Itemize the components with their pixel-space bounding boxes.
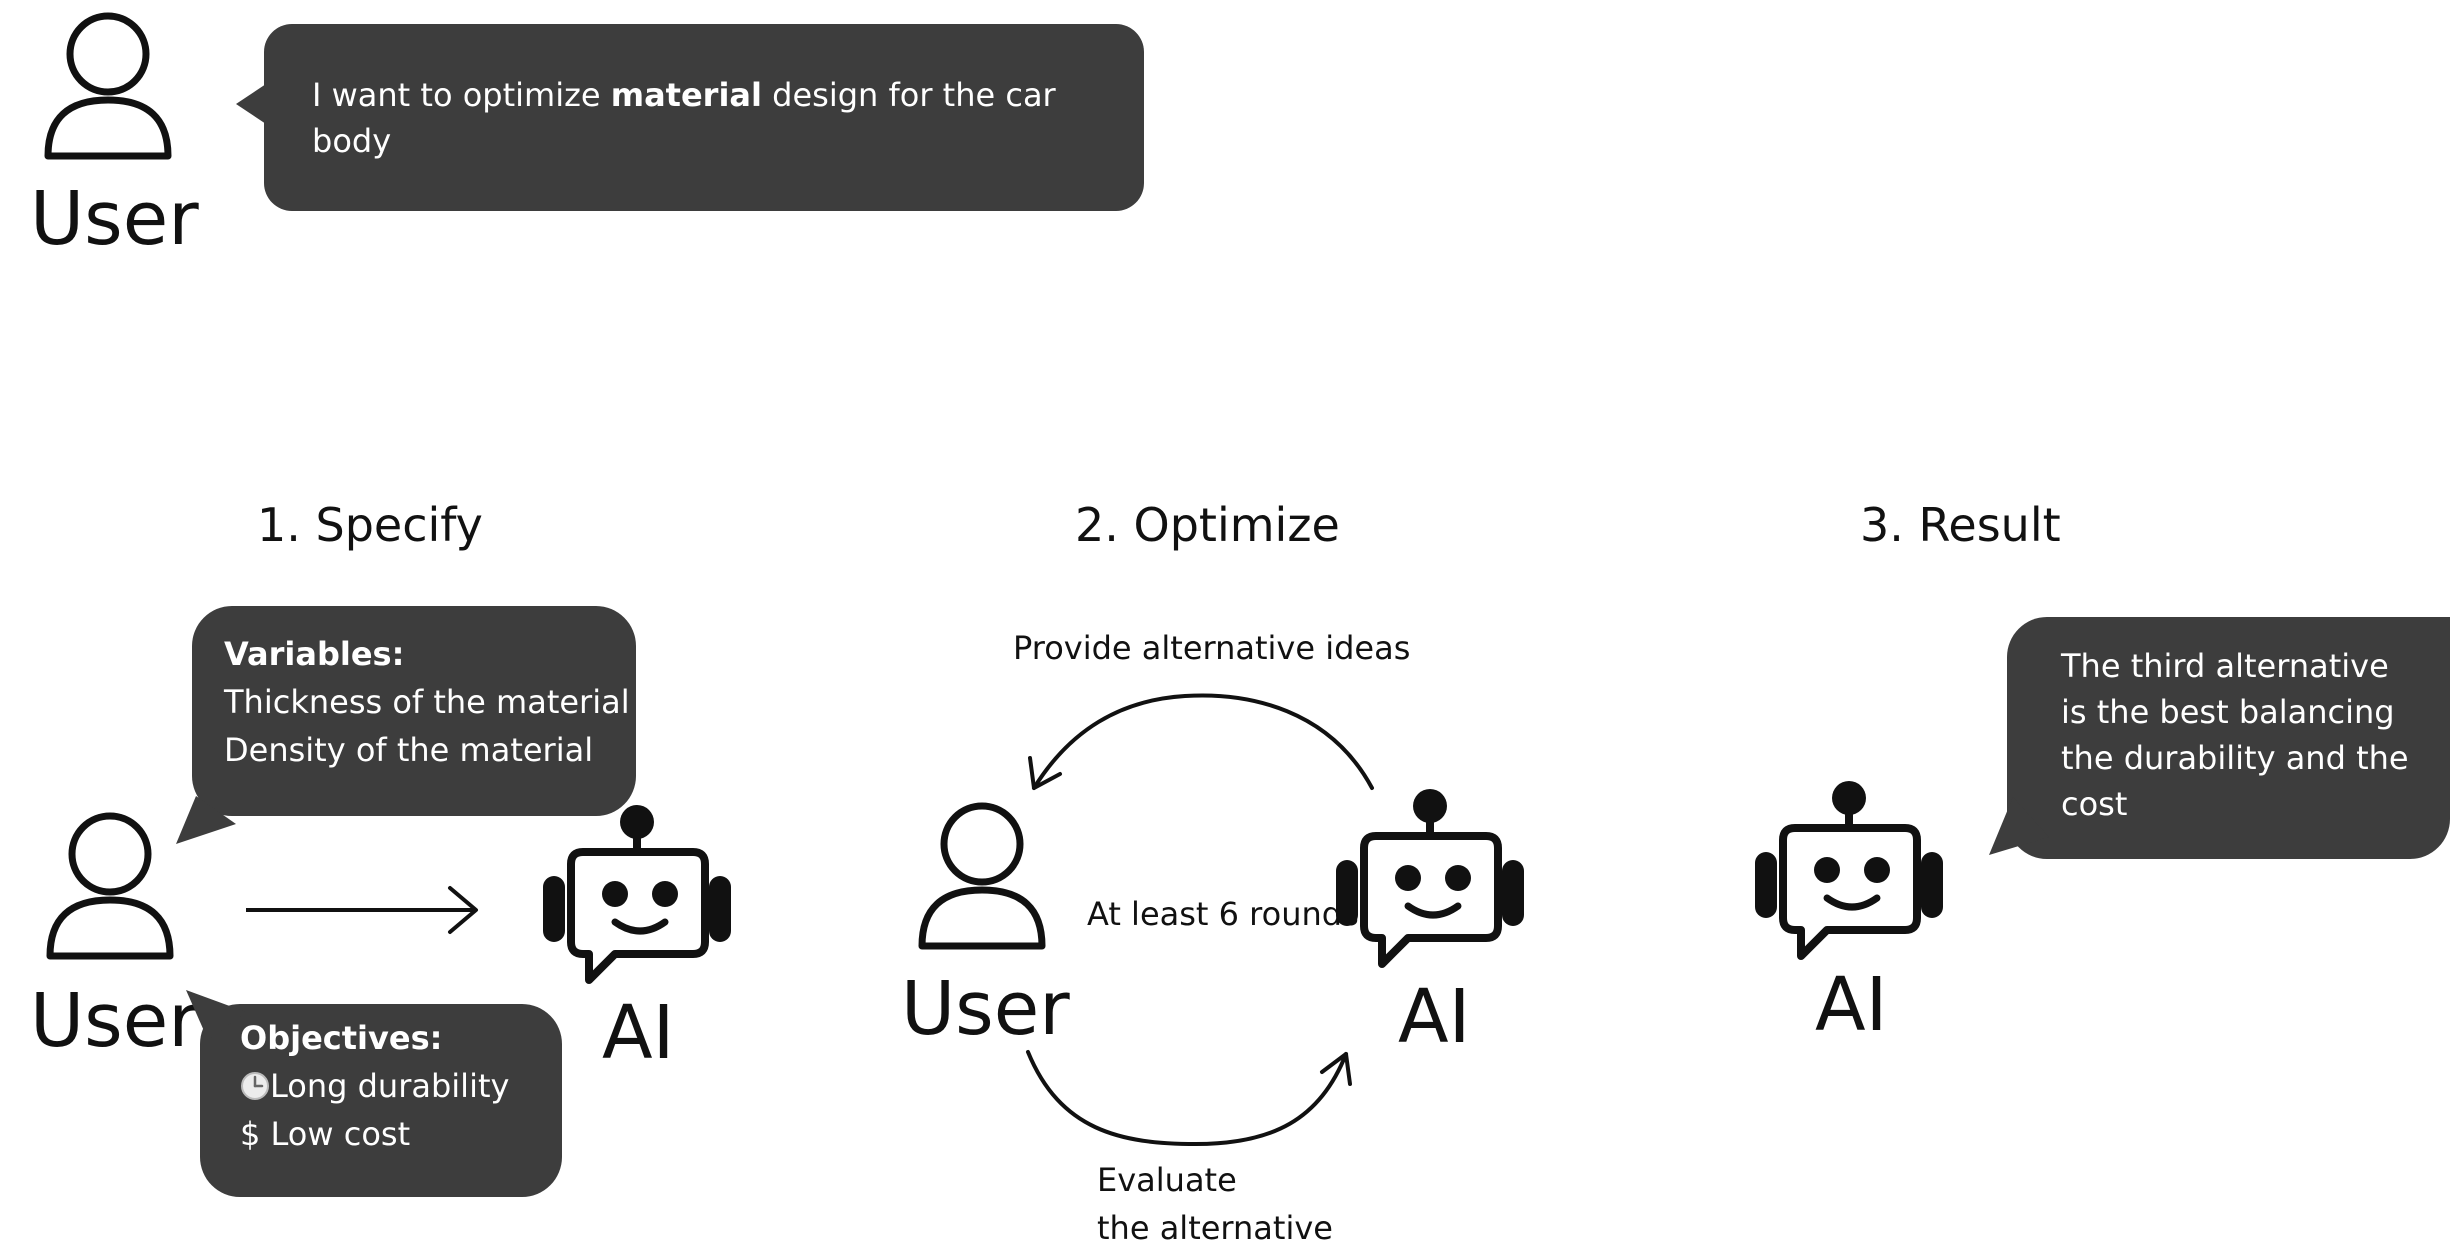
objective-item: Long durability <box>240 1062 509 1110</box>
step-title-optimize: 2. Optimize <box>1075 498 1340 552</box>
request-text: design for the car <box>761 76 1056 114</box>
user-icon <box>44 12 172 160</box>
specify-ai-label: AI <box>602 990 675 1076</box>
step-title-specify: 1. Specify <box>257 498 483 552</box>
clock-icon <box>241 1072 269 1100</box>
objectives-bubble: Objectives: Long durability $ Low cost <box>186 990 562 1197</box>
objectives-heading: Objectives: <box>240 1019 443 1057</box>
robot-icon <box>543 805 731 984</box>
intro-request-line-1: I want to optimize material design for t… <box>312 72 1056 118</box>
rounds-caption: At least 6 rounds <box>1087 895 1359 933</box>
variable-item: Density of the material <box>224 731 594 769</box>
robot-icon <box>1755 781 1943 960</box>
bubble-tail <box>236 84 266 124</box>
bubble-tail <box>176 796 236 844</box>
result-message-bubble: The third alternative is the best balanc… <box>1989 617 2450 859</box>
arrow-right-icon <box>246 886 478 934</box>
optimize-user-label: User <box>901 966 1070 1052</box>
result-message-line: the durability and the <box>2061 739 2409 777</box>
user-icon <box>918 802 1046 950</box>
intro-user-label: User <box>30 176 199 262</box>
optimize-ai-label: AI <box>1398 974 1471 1060</box>
result-message-line: cost <box>2061 785 2128 823</box>
variable-item: Thickness of the material <box>224 683 630 721</box>
provide-alternatives-caption: Provide alternative ideas <box>1013 629 1411 667</box>
intro-request-line-2: body <box>312 122 392 160</box>
bubble-tail <box>1989 797 2049 855</box>
objective-text: Long durability <box>270 1067 510 1105</box>
evaluate-caption-line-2: the alternative <box>1097 1209 1333 1247</box>
evaluate-caption-line-1: Evaluate <box>1097 1161 1237 1199</box>
step-title-result: 3. Result <box>1860 498 2061 552</box>
robot-icon <box>1336 789 1524 968</box>
cycle-arrow-top <box>1028 693 1374 790</box>
request-text: I want to optimize <box>312 76 611 114</box>
objective-item: $ Low cost <box>240 1115 411 1153</box>
result-message-line: is the best balancing <box>2061 693 2395 731</box>
cycle-arrow-bottom <box>1026 1050 1352 1147</box>
variables-bubble: Variables: Thickness of the material Den… <box>176 606 636 844</box>
specify-user-label: User <box>30 978 199 1064</box>
intro-request-bubble: I want to optimize material design for t… <box>236 24 1144 211</box>
result-ai-label: AI <box>1815 962 1888 1048</box>
user-icon <box>46 812 174 960</box>
variables-heading: Variables: <box>224 635 405 673</box>
request-emphasis: material <box>610 76 762 114</box>
bubble-tail <box>186 990 246 1040</box>
result-message-line: The third alternative <box>2061 647 2389 685</box>
